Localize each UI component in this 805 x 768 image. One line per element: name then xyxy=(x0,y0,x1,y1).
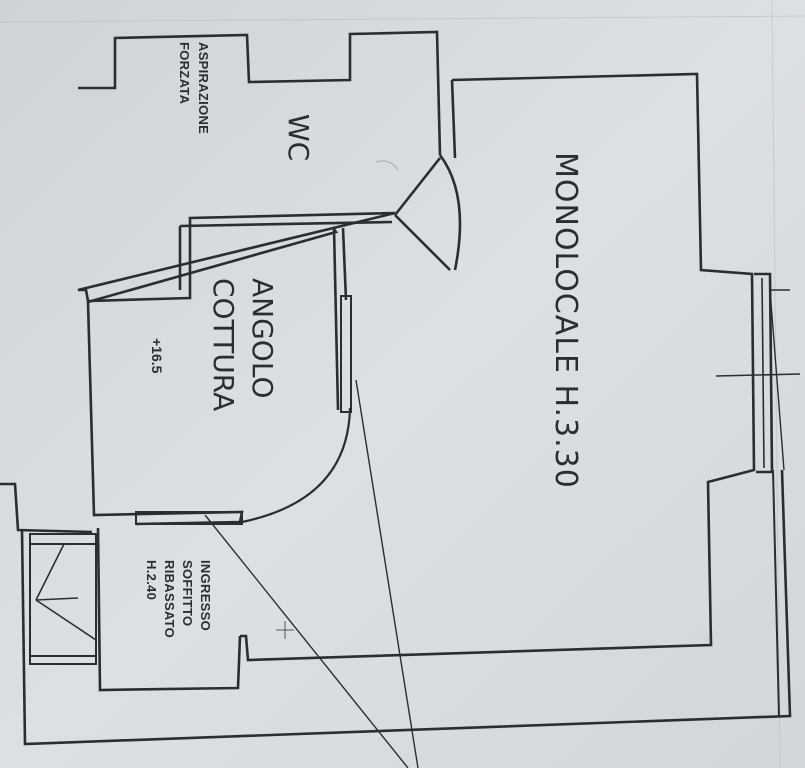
ingresso-label-line3: RIBASSATO xyxy=(162,560,177,639)
ingresso-label-line2: SOFFITTO xyxy=(180,560,195,627)
ingresso-label-line4: H.2.40 xyxy=(144,560,159,601)
entry-door-swing xyxy=(35,543,97,641)
outer-left xyxy=(0,482,93,534)
monolocale-label: MONOLOCALE H.3.30 xyxy=(548,152,583,489)
wc-label: WC xyxy=(282,114,315,162)
aspirazione-label-line1: ASPIRAZIONE xyxy=(196,42,211,135)
walls xyxy=(0,30,801,746)
outer-boundary xyxy=(20,469,792,746)
angolo-counter xyxy=(135,511,243,525)
angolo-level-label: +16.5 xyxy=(149,338,165,374)
angolo-door-swing xyxy=(241,407,352,524)
angolo-label-line2: COTTURA xyxy=(207,278,240,412)
ingresso-label-line1: INGRESSO xyxy=(198,560,213,632)
smudge xyxy=(375,160,399,171)
aspirazione-label-line2: FORZATA xyxy=(177,42,192,105)
diagonal-lines xyxy=(204,379,419,768)
angolo-label-line1: ANGOLO xyxy=(246,278,279,399)
wc-inner-wall xyxy=(179,220,393,228)
entry-door-frame xyxy=(29,533,97,665)
monolocale-left-wall xyxy=(450,79,457,159)
window-frame xyxy=(754,272,774,474)
monolocale-walls xyxy=(240,72,756,662)
ingresso-walls xyxy=(96,527,242,692)
wc-door xyxy=(393,154,462,271)
angolo-door-jamb xyxy=(340,295,352,413)
angolo-walls xyxy=(86,227,339,526)
cross-marker xyxy=(276,621,294,639)
